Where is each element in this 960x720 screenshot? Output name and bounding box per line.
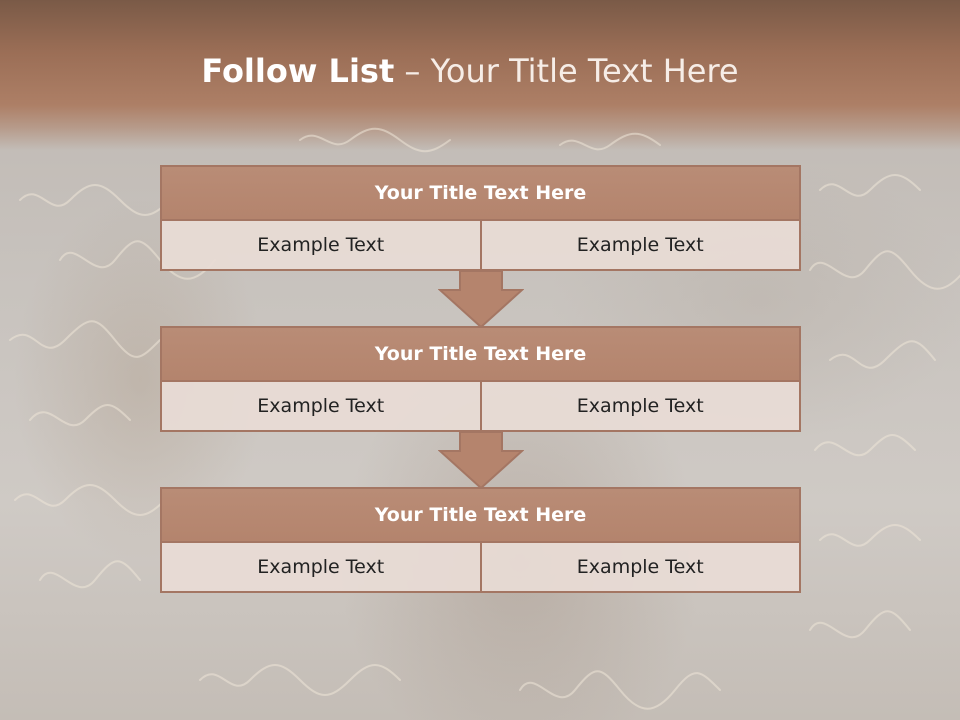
down-arrow-icon [438,270,524,328]
handwriting-background [9,127,960,710]
step-title: Your Title Text Here [160,487,801,543]
step-row: Example Text Example Text [160,382,801,432]
step-block-3: Your Title Text Here Example Text Exampl… [160,487,801,593]
slide-title: Follow List – Your Title Text Here [0,52,940,90]
step-cell-left: Example Text [160,382,482,432]
step-cell-right: Example Text [481,221,801,271]
slide-title-rest: – Your Title Text Here [394,52,739,90]
step-block-1: Your Title Text Here Example Text Exampl… [160,165,801,271]
step-block-2: Your Title Text Here Example Text Exampl… [160,326,801,432]
step-row: Example Text Example Text [160,221,801,271]
step-cell-right: Example Text [481,382,801,432]
slide-title-bold: Follow List [201,52,395,90]
step-cell-right: Example Text [481,543,801,593]
step-cell-left: Example Text [160,221,482,271]
step-row: Example Text Example Text [160,543,801,593]
down-arrow-icon [438,431,524,489]
header-band [0,0,960,150]
step-cell-left: Example Text [160,543,482,593]
step-title: Your Title Text Here [160,165,801,221]
step-title: Your Title Text Here [160,326,801,382]
